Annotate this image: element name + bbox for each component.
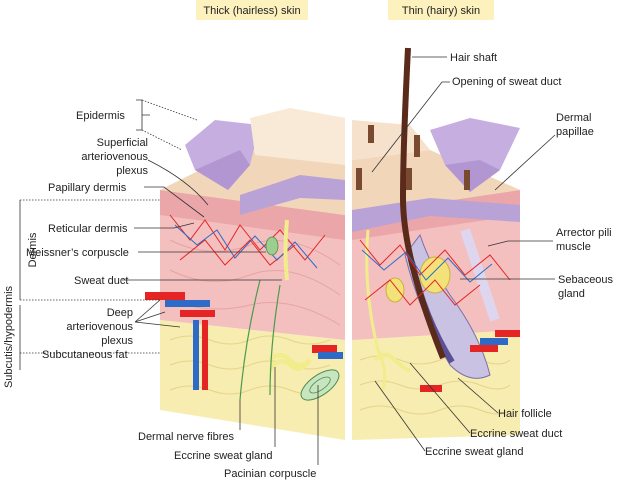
leader-lines bbox=[20, 56, 556, 465]
label-superficial-1: Superficial bbox=[97, 137, 148, 149]
label-epidermis: Epidermis bbox=[76, 110, 125, 122]
label-superficial-2: arteriovenous bbox=[81, 151, 148, 163]
labels: Epidermis Superficial arteriovenous plex… bbox=[26, 52, 614, 480]
label-dermal-nerve: Dermal nerve fibres bbox=[138, 431, 234, 443]
label-superficial-3: plexus bbox=[116, 165, 148, 177]
label-eccrine-gland-left: Eccrine sweat gland bbox=[174, 450, 272, 462]
label-sebaceous-2: gland bbox=[558, 288, 585, 300]
label-hair-follicle: Hair follicle bbox=[498, 408, 552, 420]
header-thin: Thin (hairy) skin bbox=[388, 0, 494, 20]
label-sweat-duct: Sweat duct bbox=[74, 275, 128, 287]
label-deep-1: Deep bbox=[107, 307, 133, 319]
label-arrector-2: muscle bbox=[556, 241, 591, 253]
label-subcutaneous-fat: Subcutaneous fat bbox=[42, 349, 128, 361]
label-sebaceous-1: Sebaceous bbox=[558, 274, 614, 286]
subcutis-side-label: Subcutis/hypodermis bbox=[3, 285, 15, 388]
thick-skin-block bbox=[145, 108, 345, 440]
label-eccrine-gland-right: Eccrine sweat gland bbox=[425, 446, 523, 458]
label-eccrine-duct: Eccrine sweat duct bbox=[470, 428, 562, 440]
dermis-side-label: Dermis bbox=[27, 232, 39, 267]
label-reticular-dermis: Reticular dermis bbox=[48, 223, 128, 235]
label-dermal-papillae-2: papillae bbox=[556, 126, 594, 138]
label-hair-shaft: Hair shaft bbox=[450, 52, 497, 64]
label-pacinian: Pacinian corpuscle bbox=[224, 468, 316, 480]
label-deep-2: arteriovenous bbox=[66, 321, 133, 333]
thin-skin-block bbox=[352, 47, 520, 440]
label-meissner: Meissner’s corpuscle bbox=[26, 247, 129, 259]
header-thick: Thick (hairless) skin bbox=[196, 0, 308, 20]
label-deep-3: plexus bbox=[101, 335, 133, 347]
label-arrector-1: Arrector pili bbox=[556, 227, 612, 239]
svg-text:Thin (hairy) skin: Thin (hairy) skin bbox=[402, 5, 480, 17]
label-opening-sweat-duct: Opening of sweat duct bbox=[452, 76, 561, 88]
label-dermal-papillae-1: Dermal bbox=[556, 112, 591, 124]
label-papillary-dermis: Papillary dermis bbox=[48, 182, 127, 194]
side-brackets: Dermis Subcutis/hypodermis bbox=[3, 199, 160, 388]
svg-text:Thick (hairless) skin: Thick (hairless) skin bbox=[203, 5, 300, 17]
